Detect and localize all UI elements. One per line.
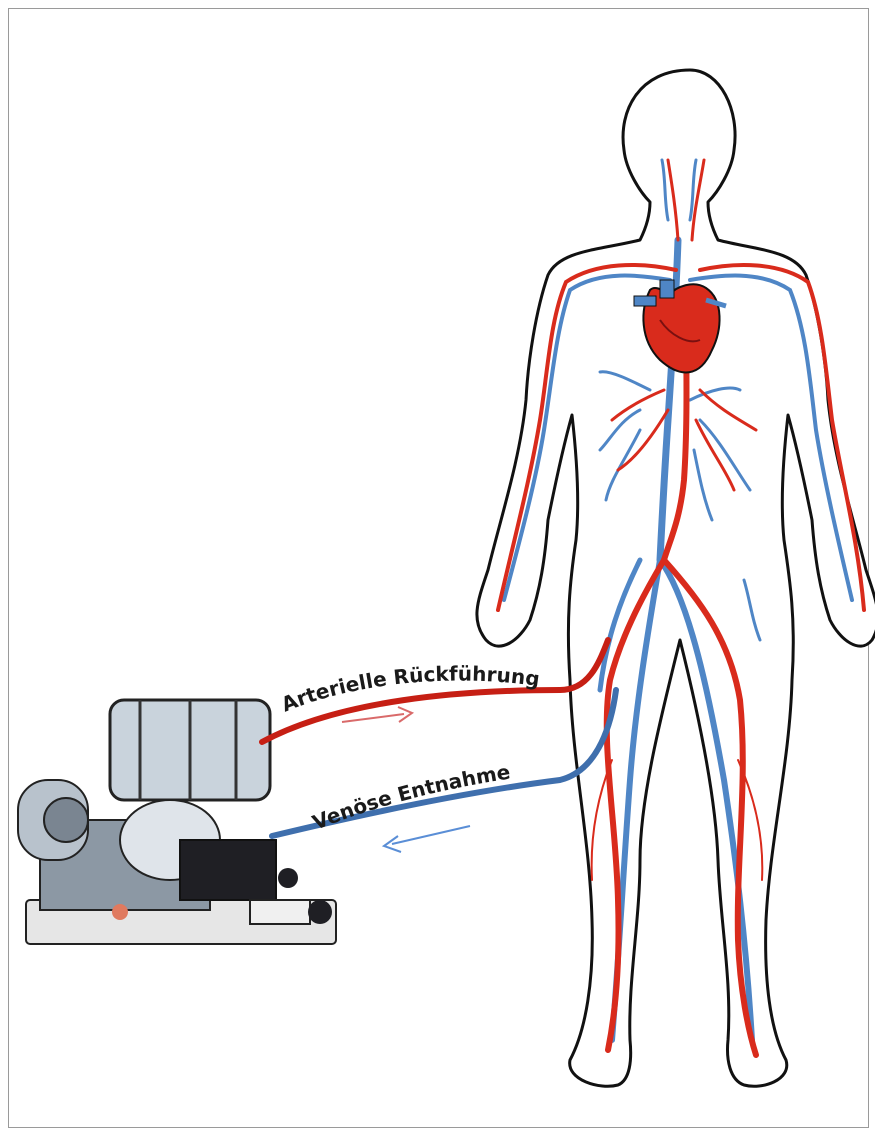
venous-label-text: Venöse Entnahme xyxy=(309,760,512,835)
arrow-left-icon xyxy=(384,826,470,852)
venous-label: Venöse Entnahme xyxy=(309,760,512,835)
heart-lung-machine-icon xyxy=(18,700,336,944)
